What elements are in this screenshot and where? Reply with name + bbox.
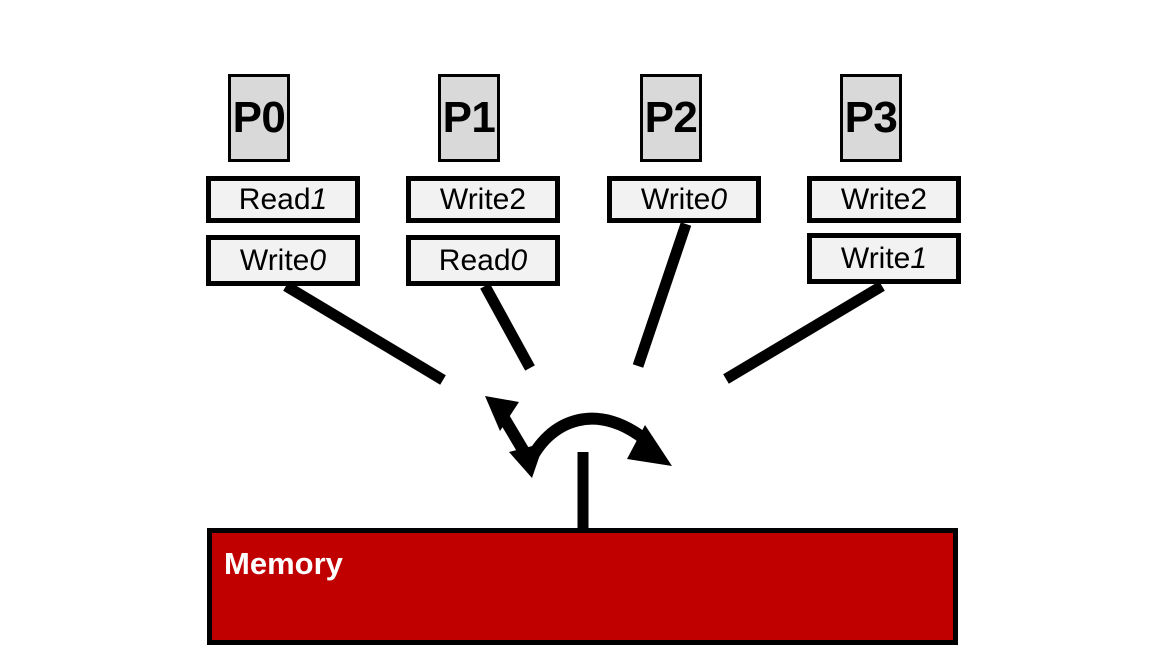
operation-box-p2-write0: Write0	[607, 176, 761, 223]
bidirectional-arrow-head-lower	[509, 443, 544, 478]
operation-box-p1-write2: Write2	[406, 176, 560, 223]
operation-value: 0	[510, 243, 528, 277]
processor-box-p2: P2	[640, 74, 702, 162]
operation-label-p0-write0: Write0	[239, 243, 327, 277]
memory-label: Memory	[224, 546, 343, 581]
operation-verb: Write	[840, 182, 911, 216]
bidirectional-arrow-head-upper	[485, 396, 519, 431]
operation-verb: Write	[640, 182, 711, 216]
processor-label-p2: P2	[644, 93, 698, 142]
wire-p0	[283, 281, 446, 385]
operation-label-p1-read0: Read0	[438, 243, 528, 277]
processor-box-p0: P0	[228, 74, 290, 162]
operation-label-p3-write1: Write1	[840, 241, 928, 275]
operation-box-p0-read1: Read1	[206, 176, 360, 223]
operation-box-p1-read0: Read0	[406, 235, 560, 286]
operation-value: 1	[310, 182, 328, 216]
processor-box-p3: P3	[840, 74, 902, 162]
processor-label-p1: P1	[442, 93, 496, 142]
operation-label-p3-write2: Write2	[840, 182, 928, 216]
processor-label-p3: P3	[844, 93, 898, 142]
wire-p2	[632, 222, 692, 368]
curved-arrow-head	[627, 425, 672, 466]
operation-label-p0-read1: Read1	[238, 182, 328, 216]
operation-value: 1	[910, 241, 928, 275]
operation-value: 2	[910, 182, 928, 216]
operation-value: 2	[509, 182, 527, 216]
bidirectional-arrow-shaft	[495, 409, 532, 459]
processor-label-p0: P0	[232, 93, 286, 142]
operation-box-p3-write2: Write2	[807, 176, 961, 223]
operation-verb: Write	[840, 241, 911, 275]
wire-p1	[480, 283, 535, 371]
operation-value: 0	[309, 243, 327, 277]
operation-value: 0	[710, 182, 728, 216]
operation-verb: Read	[238, 182, 311, 216]
curved-arrow-shaft	[522, 412, 653, 469]
operation-verb: Write	[439, 182, 510, 216]
operation-box-p3-write1: Write1	[807, 233, 961, 284]
operation-verb: Read	[438, 243, 511, 277]
operation-verb: Write	[239, 243, 310, 277]
processor-box-p1: P1	[438, 74, 500, 162]
operation-label-p2-write0: Write0	[640, 182, 728, 216]
operation-box-p0-write0: Write0	[206, 235, 360, 286]
operation-label-p1-write2: Write2	[439, 182, 527, 216]
wire-p3	[723, 281, 885, 384]
